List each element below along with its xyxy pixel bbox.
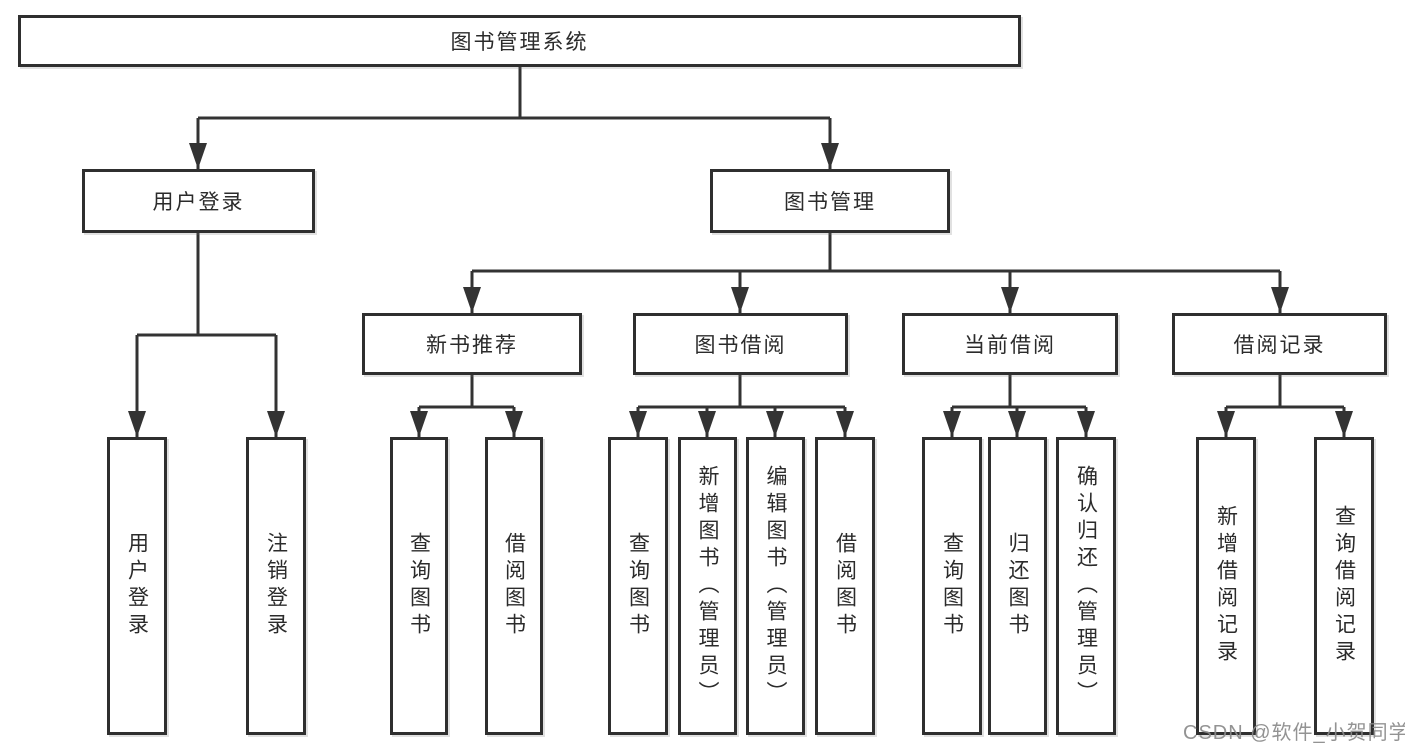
csdn-watermark: CSDN @软件_小贺同学 <box>1183 722 1405 744</box>
arrowhead-icons <box>128 143 1353 437</box>
node-book-borrow: 图书借阅 <box>633 313 848 375</box>
node-borrow-record: 借阅记录 <box>1172 313 1387 375</box>
leaf-query-book-1: 查询图书 <box>390 437 448 735</box>
leaf-logout: 注销登录 <box>246 437 306 735</box>
leaf-add-borrow-record: 新增借阅记录 <box>1196 437 1256 735</box>
node-new-book-recommend: 新书推荐 <box>362 313 582 375</box>
leaf-return-book: 归还图书 <box>988 437 1047 735</box>
leaf-borrow-book-2: 借阅图书 <box>815 437 875 735</box>
leaf-query-borrow-record: 查询借阅记录 <box>1314 437 1374 735</box>
leaf-edit-book-admin: 编辑图书（管理员） <box>746 437 805 735</box>
node-user-login: 用户登录 <box>82 169 315 233</box>
node-root-system: 图书管理系统 <box>18 15 1021 67</box>
leaf-confirm-return-admin: 确认归还（管理员） <box>1056 437 1116 735</box>
leaf-query-book-2: 查询图书 <box>608 437 668 735</box>
node-current-borrow: 当前借阅 <box>902 313 1118 375</box>
leaf-add-book-admin: 新增图书（管理员） <box>678 437 737 735</box>
leaf-borrow-book-1: 借阅图书 <box>485 437 543 735</box>
leaf-query-book-3: 查询图书 <box>922 437 982 735</box>
node-book-management: 图书管理 <box>710 169 950 233</box>
leaf-user-login: 用户登录 <box>107 437 167 735</box>
